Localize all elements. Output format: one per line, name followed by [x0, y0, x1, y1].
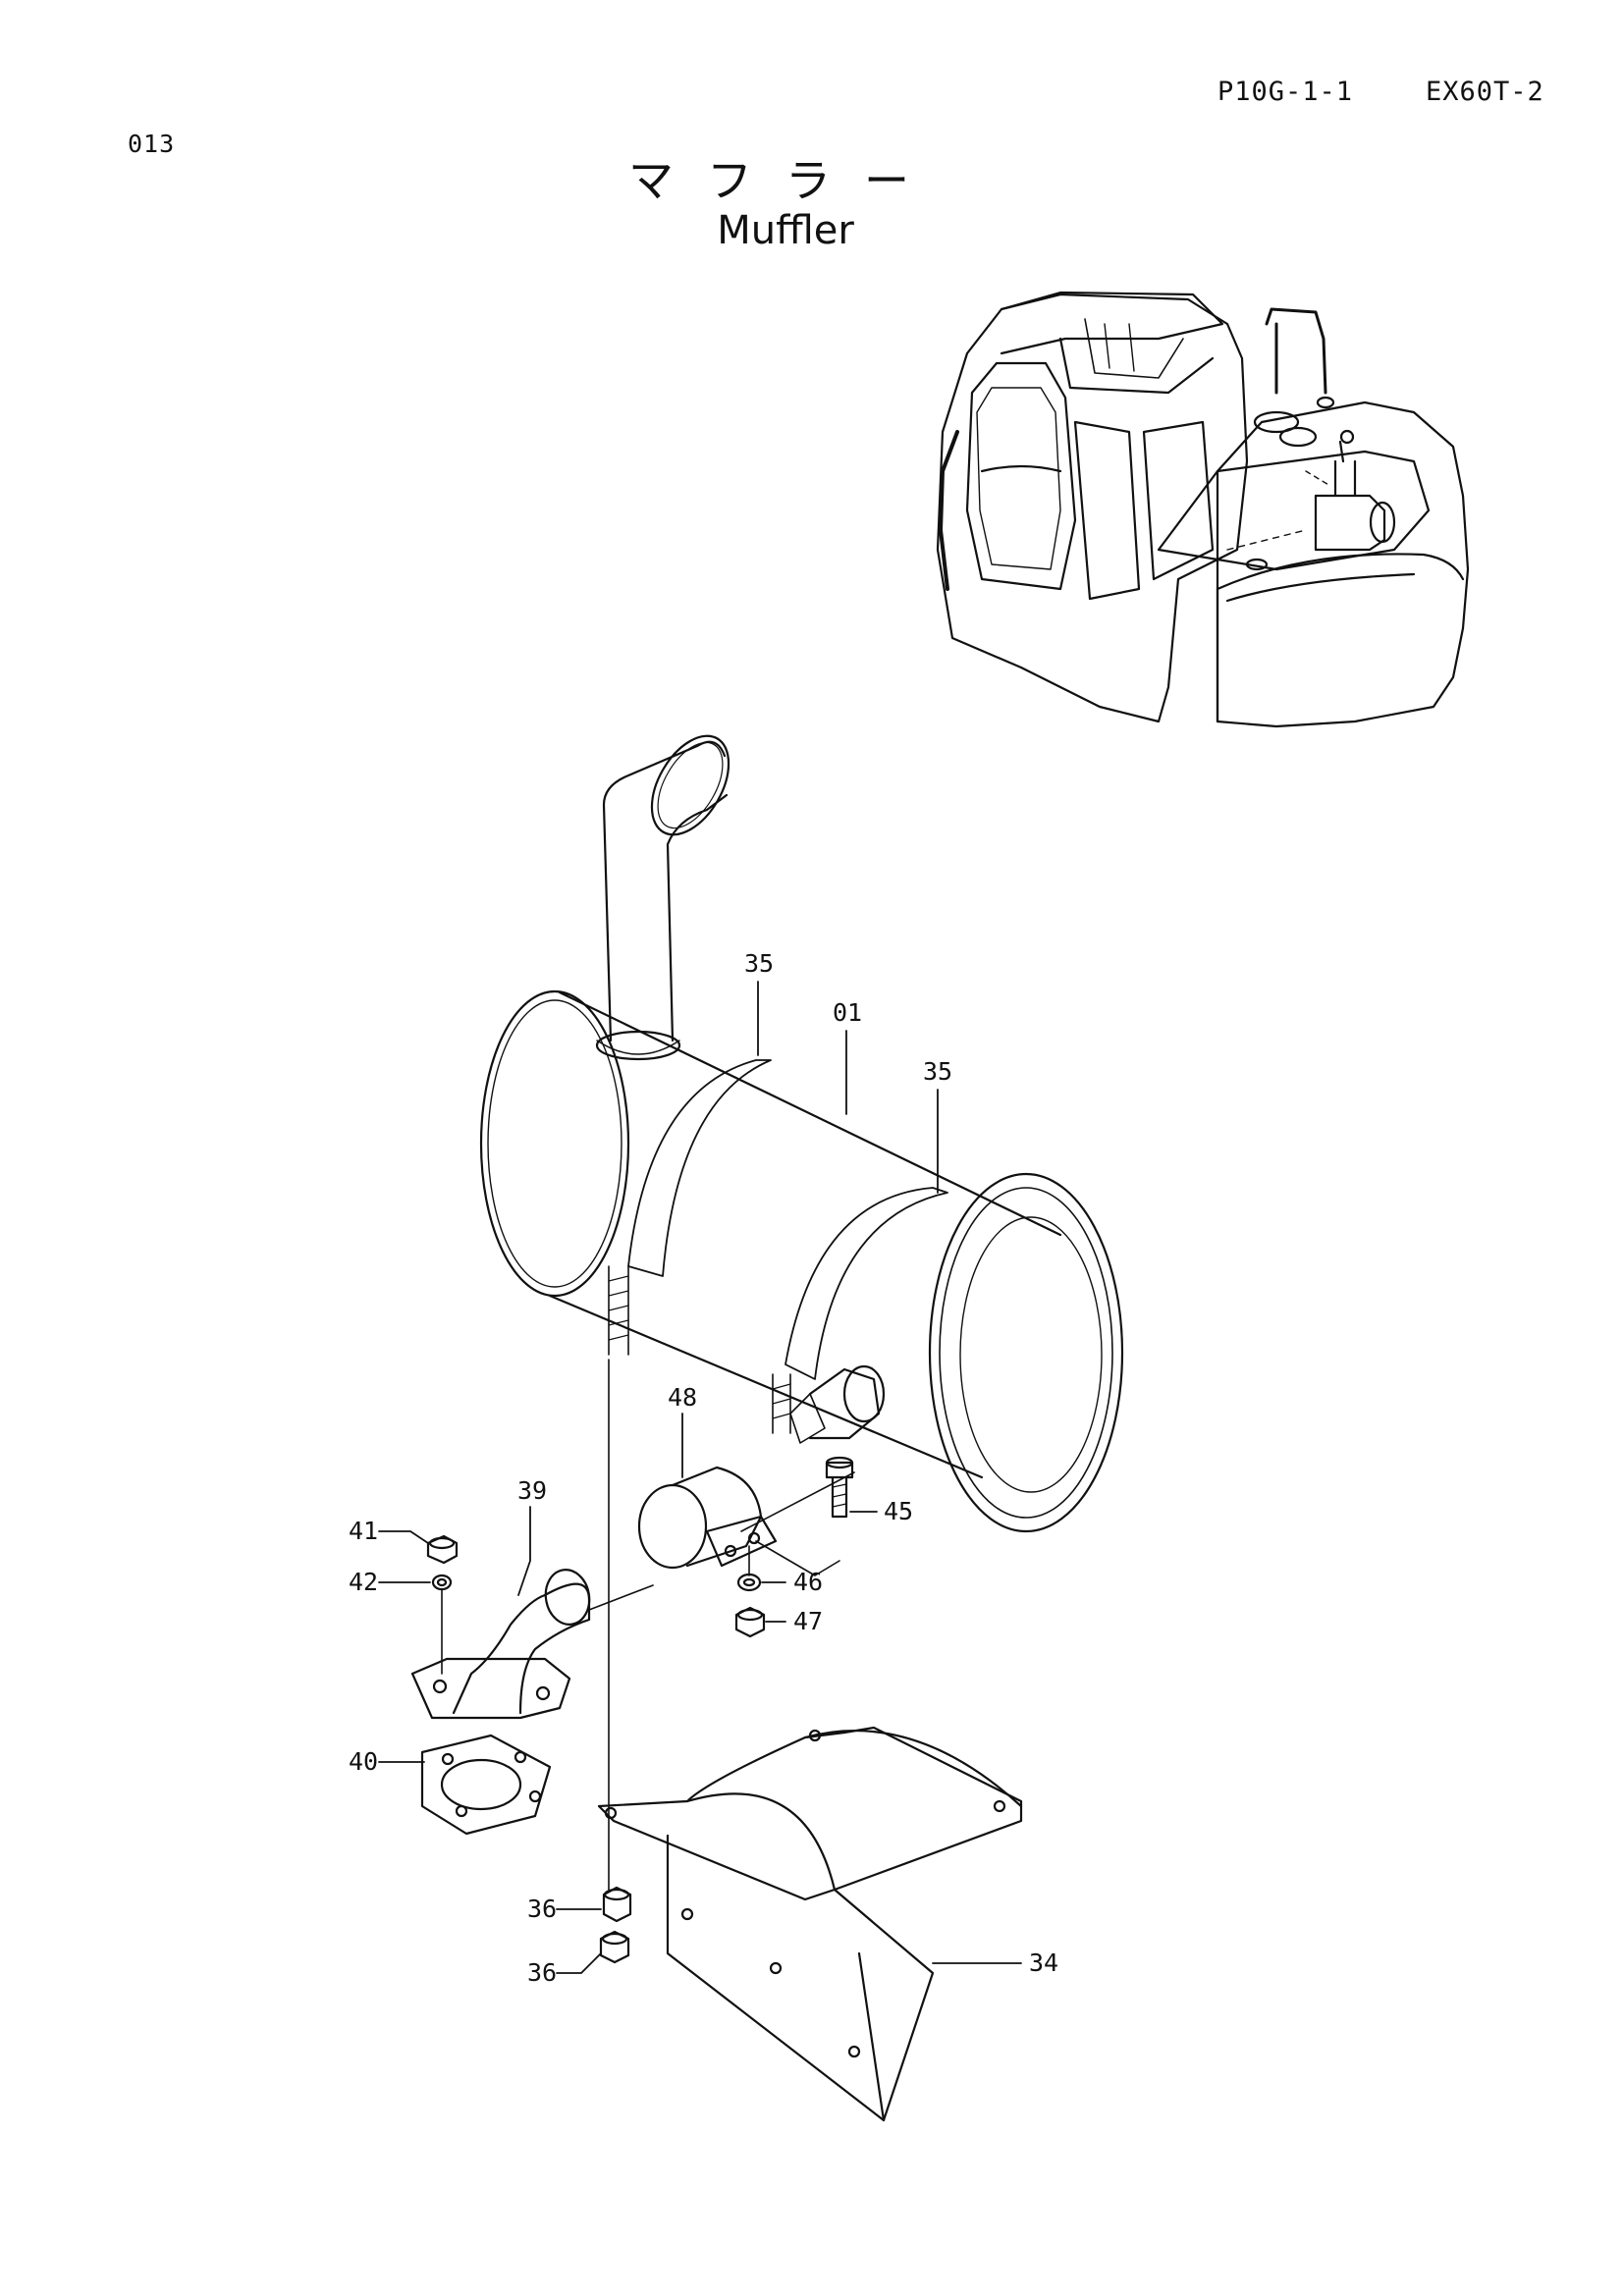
excavator-overview	[936, 291, 1470, 728]
callout-47: 47	[793, 1607, 823, 1635]
callout-36-lower: 36	[527, 1958, 557, 1987]
callout-39: 39	[517, 1476, 547, 1505]
callout-48: 48	[668, 1383, 697, 1412]
callout-labels: 35 01 35 48 39 41 42 45 46 47 40 36 36 3…	[349, 949, 1058, 1987]
callout-40: 40	[349, 1747, 378, 1776]
model-code: EX60T-2	[1426, 77, 1544, 107]
gasket-40	[420, 1734, 552, 1836]
callout-45: 45	[884, 1497, 913, 1525]
elbow-pipe-39	[410, 1569, 654, 1720]
callout-36-upper: 36	[527, 1895, 557, 1923]
callout-46: 46	[793, 1568, 823, 1596]
callout-35-right: 35	[923, 1057, 952, 1086]
title-japanese: マフラー	[628, 154, 943, 207]
callout-41: 41	[349, 1517, 378, 1545]
bracket-34	[597, 1726, 1023, 2122]
page-number: 013	[128, 130, 176, 158]
callout-35-upper: 35	[744, 949, 774, 978]
hardware	[426, 1359, 854, 1964]
callout-42: 42	[349, 1568, 378, 1596]
callout-34: 34	[1029, 1949, 1058, 1977]
clamp-48	[637, 1466, 855, 1576]
callout-01: 01	[833, 998, 862, 1027]
title-english: Muffler	[717, 208, 854, 253]
leader-lines	[378, 981, 1022, 1974]
muffler-assembly	[479, 734, 1124, 1533]
section-code: P10G-1-1	[1217, 77, 1354, 107]
